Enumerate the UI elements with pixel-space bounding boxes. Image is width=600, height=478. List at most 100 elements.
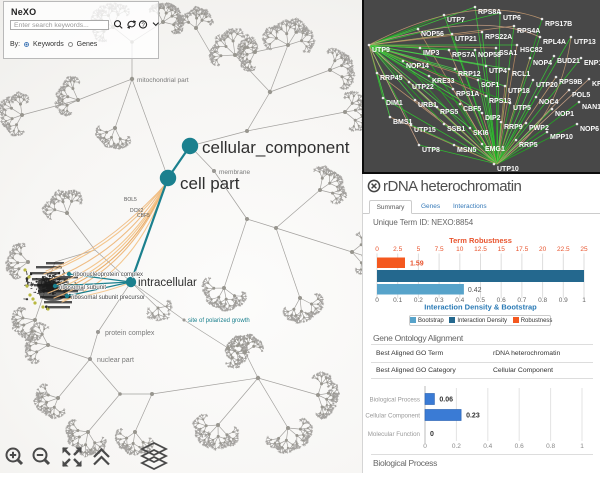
svg-text:RRP45: RRP45 — [380, 75, 403, 82]
svg-text:Term Robustness: Term Robustness — [449, 236, 512, 245]
svg-text:UTP18: UTP18 — [508, 88, 530, 95]
svg-text:Molecular Function: Molecular Function — [368, 431, 421, 438]
svg-text:0: 0 — [375, 246, 379, 253]
svg-text:UTP15: UTP15 — [414, 127, 436, 134]
svg-text:1: 1 — [580, 443, 584, 450]
svg-text:0.2: 0.2 — [414, 297, 423, 304]
svg-text:Biological Process: Biological Process — [369, 397, 420, 404]
svg-text:SSA1: SSA1 — [499, 50, 517, 57]
svg-text:CBF5: CBF5 — [463, 106, 481, 113]
svg-text:0.4: 0.4 — [483, 443, 492, 450]
svg-text:RRP12: RRP12 — [458, 71, 481, 78]
svg-text:1: 1 — [582, 297, 586, 304]
svg-text:RPS8A: RPS8A — [478, 9, 501, 16]
svg-text:25: 25 — [580, 246, 588, 253]
svg-text:UTP21: UTP21 — [455, 36, 477, 43]
svg-text:NOC4: NOC4 — [539, 99, 559, 106]
svg-text:SKI6: SKI6 — [473, 130, 489, 137]
svg-text:22.5: 22.5 — [557, 246, 570, 253]
svg-text:10: 10 — [456, 246, 464, 253]
svg-text:BOL5: BOL5 — [124, 197, 137, 203]
svg-text:1.59: 1.59 — [410, 261, 424, 268]
svg-text:NOP56: NOP56 — [421, 31, 444, 38]
svg-text:0.8: 0.8 — [546, 443, 555, 450]
svg-text:17.5: 17.5 — [516, 246, 529, 253]
svg-text:UTP6: UTP6 — [503, 15, 521, 22]
svg-text:0.9: 0.9 — [559, 297, 568, 304]
svg-text:UTP7: UTP7 — [447, 17, 465, 24]
svg-text:BMS1: BMS1 — [393, 119, 413, 126]
svg-text:0: 0 — [375, 297, 379, 304]
svg-text:DIM1: DIM1 — [386, 100, 403, 107]
svg-text:RPS9B: RPS9B — [559, 79, 582, 86]
svg-text:UTP10: UTP10 — [497, 166, 519, 172]
svg-text:5: 5 — [417, 246, 421, 253]
svg-text:RRP9: RRP9 — [504, 124, 523, 131]
svg-text:RPL4A: RPL4A — [543, 39, 566, 46]
svg-text:NOP6: NOP6 — [580, 126, 599, 133]
svg-text:cellular_component: cellular_component — [202, 138, 350, 157]
svg-text:ribosomal subunit precursor: ribosomal subunit precursor — [71, 295, 145, 301]
svg-text:0.06: 0.06 — [439, 397, 453, 404]
svg-text:0.2: 0.2 — [452, 443, 461, 450]
svg-text:UTP13: UTP13 — [574, 39, 596, 46]
svg-text:15: 15 — [498, 246, 506, 253]
svg-text:NOP4: NOP4 — [533, 60, 552, 67]
svg-text:RPS1A: RPS1A — [456, 91, 479, 98]
svg-text:IMP3: IMP3 — [423, 50, 439, 57]
svg-text:KRR1: KRR1 — [592, 81, 600, 88]
svg-text:site of polarized growth: site of polarized growth — [188, 318, 250, 324]
svg-text:RPS4A: RPS4A — [517, 28, 540, 35]
svg-text:RPS7A: RPS7A — [452, 52, 475, 59]
svg-text:PWP2: PWP2 — [529, 125, 549, 132]
svg-text:UTP4: UTP4 — [489, 68, 507, 75]
svg-text:NOP58: NOP58 — [478, 52, 501, 59]
svg-text:0.6: 0.6 — [515, 443, 524, 450]
svg-text:HSC82: HSC82 — [520, 47, 543, 54]
svg-text:UTP8: UTP8 — [422, 147, 440, 154]
svg-text:nuclear part: nuclear part — [97, 357, 134, 364]
svg-text:SOF1: SOF1 — [481, 82, 499, 89]
svg-text:20: 20 — [539, 246, 547, 253]
svg-text:BUD21: BUD21 — [557, 58, 580, 65]
svg-text:ribosomal subunit: ribosomal subunit — [59, 285, 106, 291]
svg-text:mitochondrial part: mitochondrial part — [137, 77, 189, 84]
svg-text:ENP1: ENP1 — [584, 60, 600, 67]
svg-text:UTP22: UTP22 — [412, 84, 434, 91]
svg-text:NOP1: NOP1 — [555, 111, 574, 118]
svg-text:UTP9: UTP9 — [372, 47, 390, 54]
svg-text:RPS5: RPS5 — [440, 109, 458, 116]
svg-text:KRE33: KRE33 — [432, 78, 455, 85]
svg-text:0: 0 — [430, 431, 434, 438]
svg-text:MPP10: MPP10 — [550, 134, 573, 141]
svg-text:RPS17B: RPS17B — [545, 21, 572, 28]
svg-text:intracellular: intracellular — [138, 277, 197, 289]
svg-text:NOP14: NOP14 — [406, 63, 429, 70]
svg-text:POL5: POL5 — [572, 92, 590, 99]
svg-text:URB1: URB1 — [418, 102, 437, 109]
svg-text:0.8: 0.8 — [538, 297, 547, 304]
svg-text:Interaction Density & Bootstra: Interaction Density & Bootstrap — [424, 303, 537, 312]
svg-text:12.5: 12.5 — [474, 246, 487, 253]
svg-text:RPS13: RPS13 — [489, 98, 511, 105]
svg-text:NAN1: NAN1 — [582, 104, 600, 111]
svg-text:UTP5: UTP5 — [513, 105, 531, 112]
svg-text:Cellular Component: Cellular Component — [365, 413, 420, 420]
svg-text:0.42: 0.42 — [468, 287, 482, 294]
svg-text:CBF5: CBF5 — [137, 213, 150, 219]
svg-text:SSB1: SSB1 — [447, 126, 465, 133]
svg-text:RRP5: RRP5 — [519, 142, 538, 149]
svg-text:7.5: 7.5 — [435, 246, 444, 253]
svg-text:0.1: 0.1 — [393, 297, 402, 304]
svg-text:EMG1: EMG1 — [485, 146, 505, 153]
svg-text:protein complex: protein complex — [105, 330, 155, 337]
svg-text:0.23: 0.23 — [466, 413, 480, 420]
svg-text:0: 0 — [423, 443, 427, 450]
svg-text:2.5: 2.5 — [393, 246, 402, 253]
svg-text:UTP20: UTP20 — [536, 82, 558, 89]
svg-text:RCL1: RCL1 — [512, 71, 530, 78]
svg-text:ribonucleoprotein complex: ribonucleoprotein complex — [73, 272, 143, 278]
svg-text:RPS22A: RPS22A — [485, 34, 512, 41]
svg-text:MSN5: MSN5 — [457, 147, 477, 154]
svg-text:membrane: membrane — [219, 169, 250, 176]
